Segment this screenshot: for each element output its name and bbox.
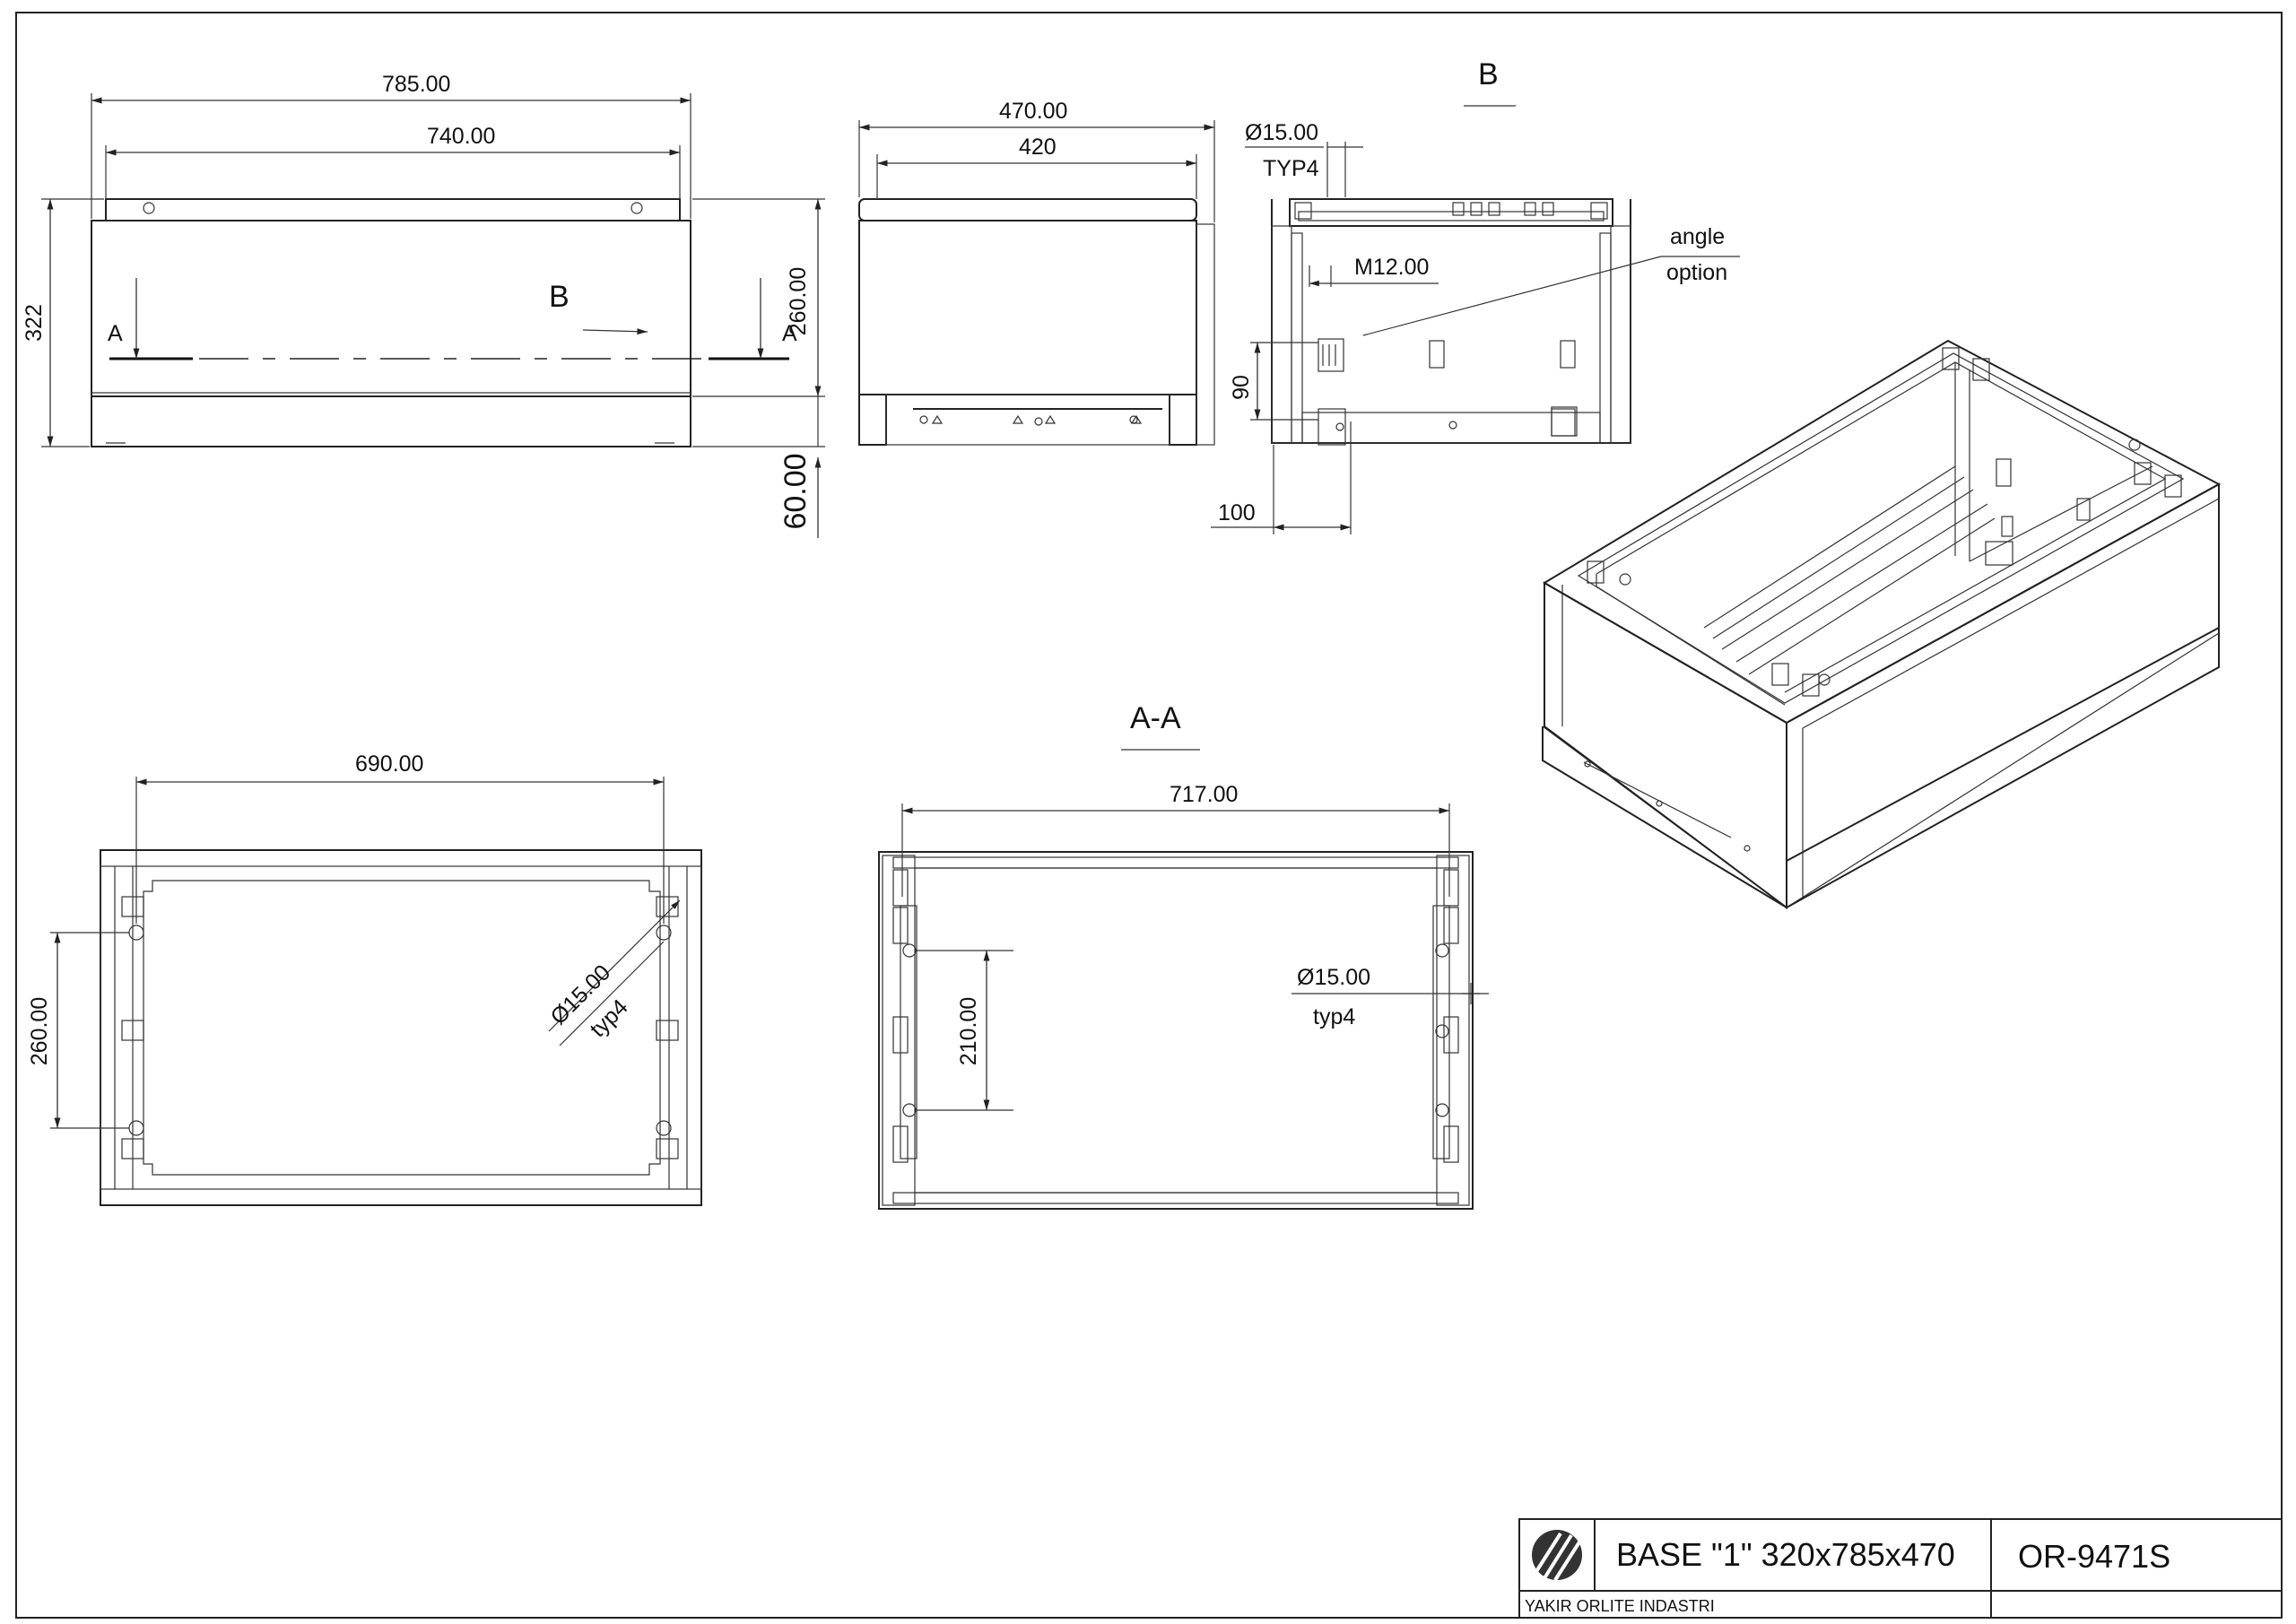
front-view: A A B 785.00 740.00 322 260.00 60.00: [22, 72, 825, 538]
detail-b-dim-vertical: 90: [1229, 375, 1254, 400]
dim-base-height: 60.00: [778, 453, 813, 529]
dim-width-inner: 740.00: [427, 124, 495, 149]
title-block-company: YAKIR ORLITE INDASTRI: [1525, 1597, 1715, 1615]
section-label-left: A: [108, 321, 123, 346]
dim-panel-height: 260.00: [786, 267, 811, 335]
detail-b-title: B: [1478, 57, 1499, 91]
detail-b-dim-horizontal: 100: [1218, 500, 1256, 525]
plan-hole-qty: typ4: [585, 994, 632, 1042]
title-block-title: BASE "1" 320x785x470: [1616, 1536, 1955, 1573]
isometric-view: [1542, 339, 2222, 909]
detail-b-note-line2: option: [1666, 260, 1727, 285]
detail-b-hole-qty: TYP4: [1263, 156, 1319, 181]
section-aa-title: A-A: [1130, 701, 1181, 735]
side-view: 470.00 420: [858, 99, 1215, 446]
section-dim-width: 717.00: [1170, 782, 1238, 807]
detail-b-thread: M12.00: [1354, 255, 1429, 280]
stripes-logo-icon: [1532, 1530, 1582, 1582]
dim-depth-overall: 470.00: [999, 99, 1067, 124]
dim-depth-inner: 420: [1019, 135, 1057, 160]
section-hole-qty: typ4: [1313, 1004, 1355, 1029]
section-dim-spacing: 210.00: [956, 997, 981, 1065]
plan-view: 690.00 260.00 Ø15.00 typ4: [27, 751, 702, 1206]
view-arrow-label: B: [549, 280, 570, 314]
title-block-part-number: OR-9471S: [2018, 1538, 2170, 1575]
section-hole-dia: Ø15.00: [1297, 965, 1370, 990]
detail-b-view: B Ø15.00 TYP4: [1211, 57, 1740, 534]
section-aa-view: A-A 717.00 210.00 Ø15.00: [878, 701, 1489, 1210]
dim-height-overall: 322: [22, 304, 47, 342]
detail-b-note-line1: angle: [1670, 224, 1725, 249]
section-label-right: A: [782, 321, 797, 346]
title-block: BASE "1" 320x785x470 OR-9471S YAKIR ORLI…: [1518, 1518, 2283, 1619]
plan-dim-spacing: 260.00: [27, 997, 52, 1065]
plan-dim-width: 690.00: [355, 751, 423, 777]
sheet-border: [15, 12, 2283, 1619]
detail-b-hole-dia: Ø15.00: [1245, 120, 1318, 145]
dim-width-overall: 785.00: [382, 72, 450, 97]
